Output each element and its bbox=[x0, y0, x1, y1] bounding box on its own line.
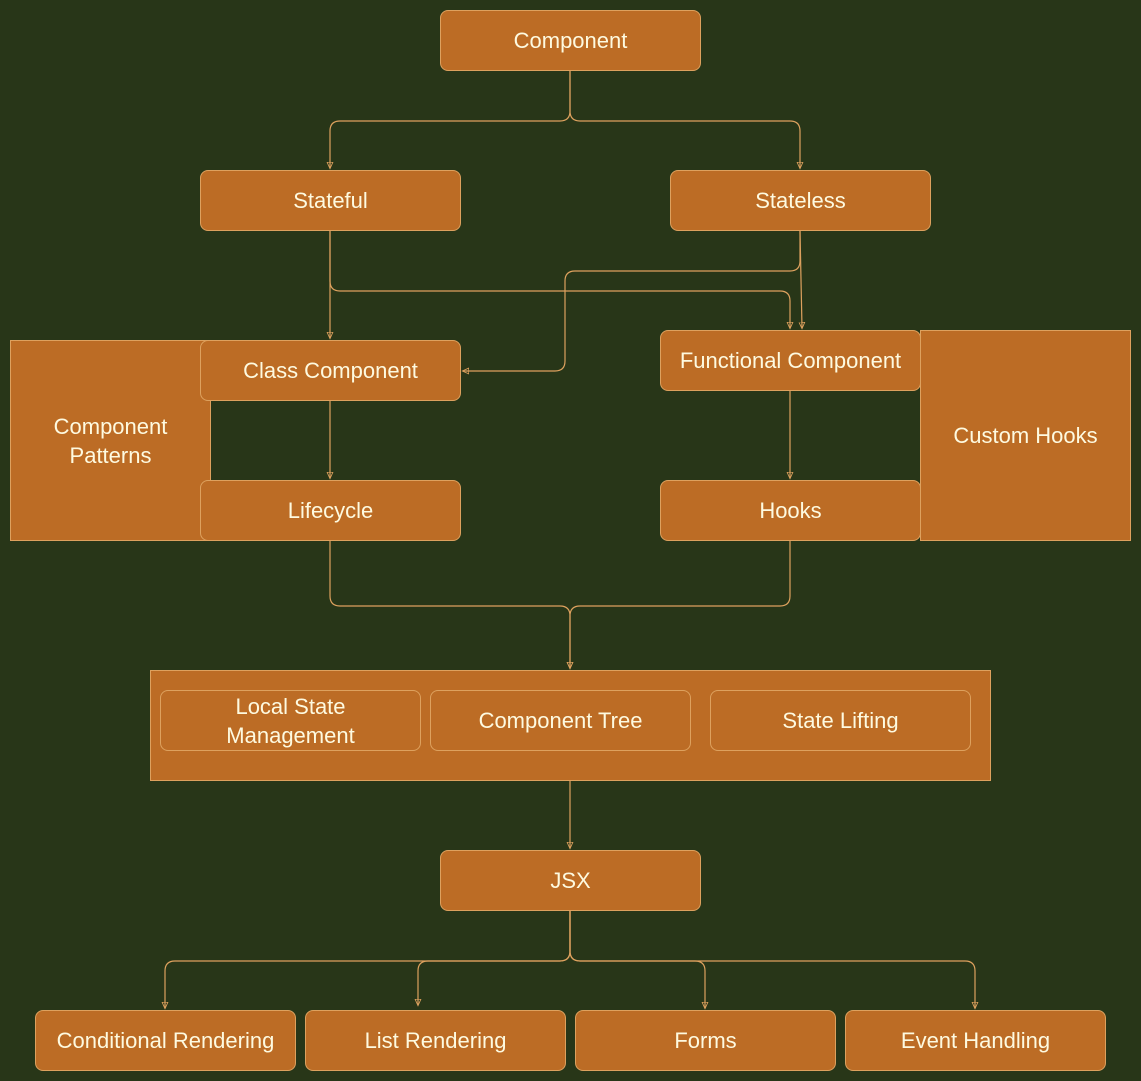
edge-jsx-forms bbox=[569, 911, 705, 1008]
node-component-tree[interactable]: Component Tree bbox=[430, 690, 691, 751]
edge-jsx-list bbox=[418, 911, 571, 1005]
node-conditional-rendering[interactable]: Conditional Rendering bbox=[35, 1010, 296, 1071]
edge-hooks-state bbox=[570, 541, 791, 668]
node-hooks[interactable]: Hooks bbox=[660, 480, 921, 541]
state-management-group: Local State Management Component Tree St… bbox=[150, 670, 991, 781]
node-component[interactable]: Component bbox=[440, 10, 701, 71]
node-local-state-management[interactable]: Local State Management bbox=[160, 690, 421, 751]
node-lifecycle[interactable]: Lifecycle bbox=[200, 480, 461, 541]
node-stateless[interactable]: Stateless bbox=[670, 170, 931, 231]
edge-lifecycle-state bbox=[329, 541, 570, 668]
node-custom-hooks[interactable]: Custom Hooks bbox=[920, 330, 1131, 541]
edge-jsx-event bbox=[569, 911, 975, 1008]
edge-jsx-conditional bbox=[165, 911, 571, 1008]
node-component-patterns[interactable]: Component Patterns bbox=[10, 340, 211, 541]
edge-stateless-class bbox=[463, 231, 801, 371]
node-event-handling[interactable]: Event Handling bbox=[845, 1010, 1106, 1071]
edge-stateful-functional bbox=[329, 231, 790, 328]
node-list-rendering[interactable]: List Rendering bbox=[305, 1010, 566, 1071]
node-class-component[interactable]: Class Component bbox=[200, 340, 461, 401]
node-functional-component[interactable]: Functional Component bbox=[660, 330, 921, 391]
node-state-lifting[interactable]: State Lifting bbox=[710, 690, 971, 751]
edge-component-stateless bbox=[569, 71, 800, 168]
edge-component-stateful bbox=[330, 71, 571, 168]
node-stateful[interactable]: Stateful bbox=[200, 170, 461, 231]
node-forms[interactable]: Forms bbox=[575, 1010, 836, 1071]
node-jsx[interactable]: JSX bbox=[440, 850, 701, 911]
